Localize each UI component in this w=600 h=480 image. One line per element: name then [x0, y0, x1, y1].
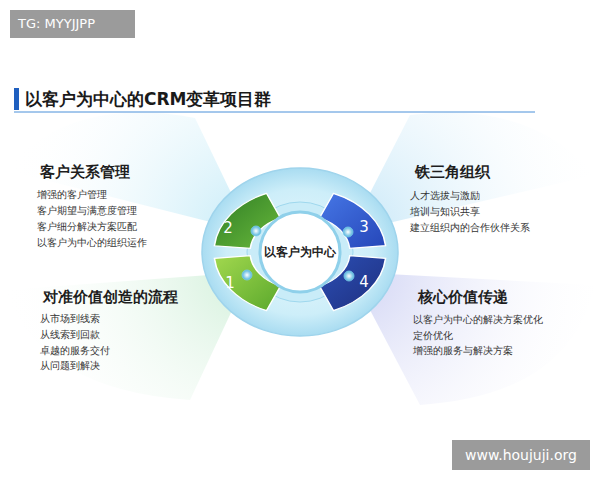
outer-ring — [202, 168, 398, 336]
segment-fill — [319, 256, 385, 311]
list-item: 卓越的服务交付 — [40, 344, 110, 357]
watermark: TG: MYYJJPP — [10, 10, 135, 38]
segment-fill — [319, 193, 385, 248]
section-heading: 核心价值传递 — [418, 288, 508, 306]
glow-dot — [242, 270, 252, 280]
title-rule — [14, 112, 535, 113]
glow-dot — [344, 271, 354, 281]
list-item: 从线索到回款 — [40, 328, 100, 341]
list-item: 增强的服务与解决方案 — [413, 344, 513, 357]
title-bar — [14, 88, 19, 110]
segment-fill — [214, 256, 280, 311]
callout-number: 2 — [223, 219, 233, 237]
list-item: 建立组织内的合作伙伴关系 — [410, 221, 530, 234]
list-item: 从市场到线索 — [40, 312, 100, 325]
list-item: 以客户为中心的解决方案优化 — [413, 313, 543, 326]
list-item: 人才选拔与激励 — [410, 189, 480, 202]
list-item: 培训与知识共享 — [410, 205, 480, 218]
section-heading: 铁三角组织 — [415, 163, 490, 181]
center-label: 以客户为中心 — [258, 210, 342, 294]
callout-number: 3 — [359, 218, 369, 236]
glow-dot — [251, 226, 261, 236]
diagram-title: 以客户为中心的CRM变革项目群 — [25, 88, 271, 110]
callout-number: 4 — [359, 273, 369, 291]
list-item: 定价优化 — [413, 329, 453, 342]
segment-fill — [214, 193, 280, 248]
list-item: 以客户为中心的组织运作 — [37, 236, 147, 249]
center-circle: 以客户为中心 — [258, 210, 342, 294]
glow-dot — [343, 227, 353, 237]
section-heading: 客户关系管理 — [40, 163, 130, 181]
callout-number: 1 — [225, 274, 235, 292]
list-item: 增强的客户管理 — [37, 188, 107, 201]
list-item: 从问题到解决 — [40, 359, 100, 372]
watermark: www.houjuji.org — [452, 440, 590, 470]
list-item: 客户期望与满意度管理 — [37, 204, 137, 217]
section-heading: 对准价值创造的流程 — [43, 288, 178, 306]
list-item: 客户细分解决方案匹配 — [37, 220, 137, 233]
